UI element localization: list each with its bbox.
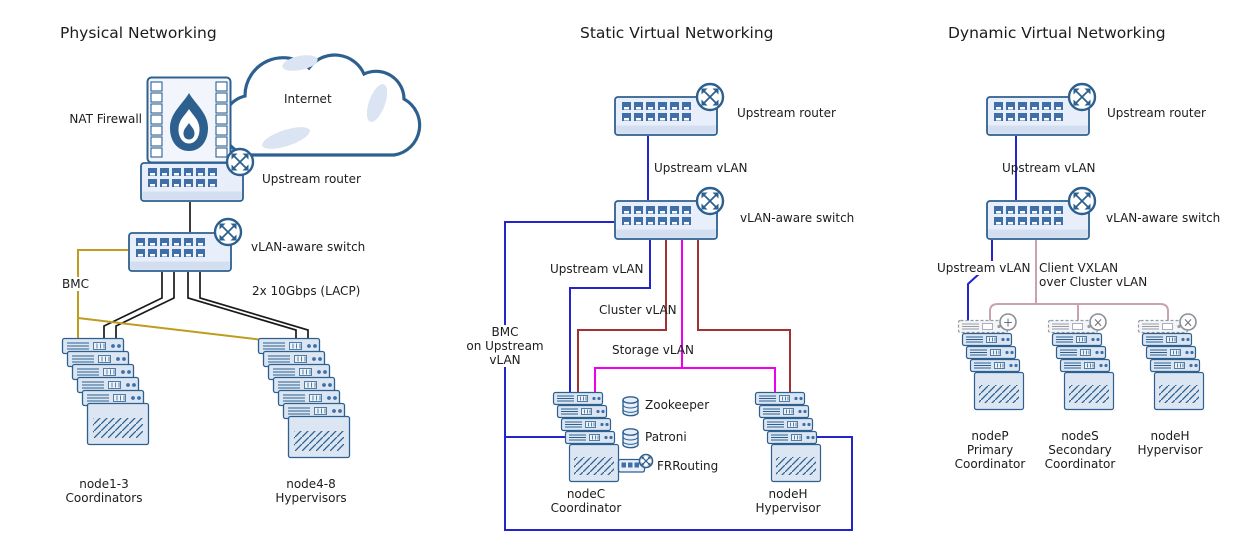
wire-bmc-upstream-vlan: [504, 221, 853, 531]
add-node-glyph: +: [1003, 316, 1013, 330]
vlan-switch-label: vLAN-aware switch: [1106, 211, 1221, 225]
internet-cloud: [220, 53, 422, 157]
wire-cluster-vlan-left: [577, 240, 667, 392]
nodep-label: nodeP Primary Coordinator: [954, 429, 1026, 472]
upstream-vlan-link-label: Upstream vLAN: [1002, 161, 1096, 175]
router-icon: [1067, 82, 1097, 112]
panel-physical: [61, 53, 422, 459]
frrouting-label: FRRouting: [657, 459, 719, 473]
cluster-vlan-label: Cluster vLAN: [599, 303, 677, 317]
client-vxlan-label: Client VXLAN over Cluster vLAN: [1039, 261, 1148, 290]
cloud-shading: [366, 84, 388, 122]
brick-pattern: [150, 81, 228, 158]
wire-lacp-right-2: [199, 272, 309, 340]
vlan-switch-label: vLAN-aware switch: [740, 211, 855, 225]
upstream-router-label: Upstream router: [1107, 106, 1206, 120]
remove-node-glyph: ×: [1093, 316, 1103, 330]
upstream-router-device: [615, 82, 725, 135]
bmc-upstream-vlan-label: BMC on Upstream vLAN: [447, 325, 563, 368]
wire-upstream-vlan-nodep: [967, 240, 993, 322]
wire-storage-vlan: [594, 240, 776, 392]
static-wires: [504, 136, 853, 531]
flame-icon: [170, 93, 208, 151]
panel-static-virtual: [504, 82, 853, 531]
upstream-router-device: [987, 82, 1097, 135]
physical-wires: [77, 202, 309, 341]
vlan-switch-device: [987, 186, 1097, 239]
router-icon: [695, 186, 725, 216]
vlan-switch-device: [129, 217, 243, 271]
server-stack-nodeh-dyn: ×: [1137, 313, 1205, 411]
upstream-router-label: Upstream router: [737, 106, 836, 120]
panel-title-physical: Physical Networking: [60, 24, 217, 42]
router-icon: [213, 217, 243, 247]
nat-firewall-label: NAT Firewall: [69, 112, 142, 126]
server-stack-nodes: ×: [1047, 313, 1115, 411]
nat-firewall-device: [146, 76, 232, 164]
patroni-label: Patroni: [645, 430, 687, 444]
frrouting-icon: [617, 453, 654, 473]
remove-node-icon: ×: [1179, 313, 1197, 331]
upstream-vlan-label: Upstream vLAN: [550, 262, 644, 276]
router-icon: [695, 82, 725, 112]
router-icon: [1067, 186, 1097, 216]
add-node-icon: +: [999, 313, 1017, 331]
panel-title-dynamic: Dynamic Virtual Networking: [948, 24, 1166, 42]
vlan-switch-device: [615, 186, 725, 239]
server-stack-nodep: +: [957, 313, 1025, 411]
upstream-router-label: Upstream router: [262, 172, 361, 186]
zookeeper-label: Zookeeper: [645, 398, 710, 412]
bmc-label: BMC: [60, 277, 91, 292]
nodes-label: nodeS Secondary Coordinator: [1044, 429, 1116, 472]
wire-bmc-right: [77, 317, 264, 341]
server-stack-node4-8: [257, 337, 351, 459]
panel-dynamic-virtual: + × ×: [957, 82, 1205, 411]
vlan-switch-label: vLAN-aware switch: [251, 240, 366, 254]
remove-node-icon: ×: [1089, 313, 1107, 331]
nodeh-dyn-label: nodeH Hypervisor: [1137, 429, 1203, 458]
lacp-label: 2x 10Gbps (LACP): [252, 284, 361, 298]
panel-title-static: Static Virtual Networking: [580, 24, 774, 42]
remove-node-glyph: ×: [1183, 316, 1193, 330]
wire-lacp-right-1: [187, 272, 297, 340]
wire-lacp-left-1: [103, 272, 163, 340]
zookeeper-database-icon: [622, 396, 639, 417]
nodeh-label: nodeH Hypervisor: [755, 487, 821, 516]
storage-vlan-label: Storage vLAN: [612, 343, 695, 357]
wire-bmc-left: [77, 249, 128, 340]
cloud-shading: [262, 127, 310, 149]
wire-vxlan-bus: [989, 303, 1169, 322]
cloud-shading: [282, 55, 318, 71]
patroni-database-icon: [622, 428, 639, 449]
router-icon: [225, 147, 255, 177]
upstream-vlan-link-label: Upstream vLAN: [654, 161, 748, 175]
node4-8-label: node4-8 Hypervisors: [275, 477, 347, 506]
nodec-label: nodeC Coordinator: [550, 487, 622, 516]
upstream-vlan-label: Upstream vLAN: [935, 261, 1033, 276]
node1-3-label: node1-3 Coordinators: [65, 477, 143, 506]
wire-upstream-vlan-nodec: [569, 240, 651, 392]
server-stack-node1-3: [61, 337, 150, 446]
internet-label: Internet: [284, 92, 332, 106]
wire-cluster-vlan-right: [697, 240, 791, 392]
wire-lacp-left-2: [115, 272, 175, 340]
server-stack-nodeh: [754, 391, 822, 483]
